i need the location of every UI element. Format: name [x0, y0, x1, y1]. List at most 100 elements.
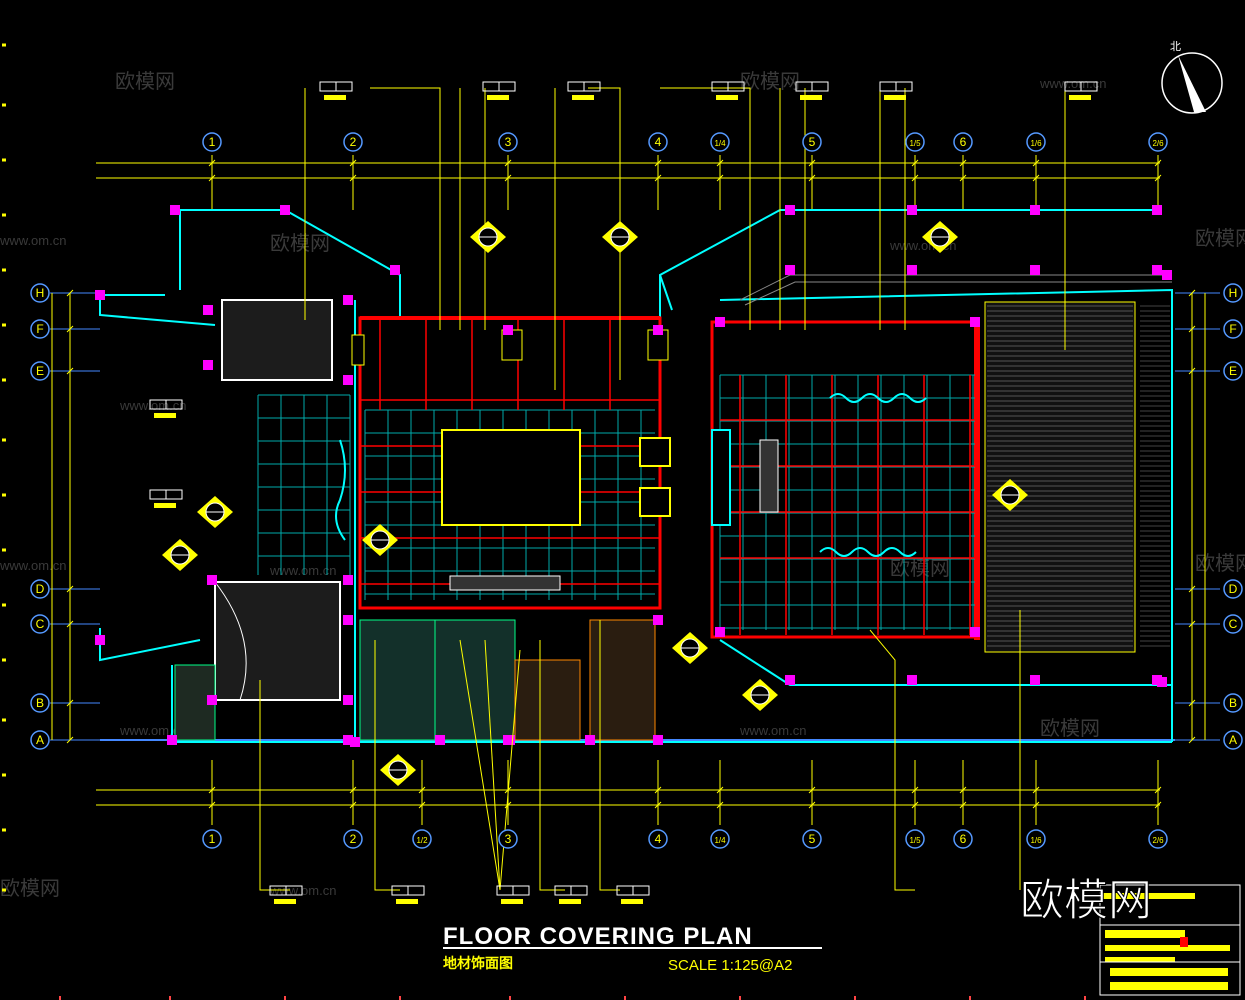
bottom-edge-ticks: [59, 996, 1086, 1000]
grid-bubble-left-label: H: [36, 286, 45, 300]
dim-tick: [654, 174, 662, 182]
grid-bubble-right-circle: [1223, 361, 1243, 381]
dim-tick: [208, 159, 216, 167]
column: [95, 290, 105, 300]
dimension-ticks: [66, 159, 1196, 809]
grid-bubble-right-circle: [1223, 579, 1243, 599]
material-tag-text: [501, 899, 523, 904]
material-tag-text: [274, 899, 296, 904]
grid-bubble-top-circle: [343, 132, 363, 152]
dim-tick: [911, 174, 919, 182]
grid-bubble-left-label: F: [36, 322, 43, 336]
dim-tick: [1188, 699, 1196, 707]
watermark-text: www.om.cn: [1039, 76, 1106, 91]
dim-tick: [418, 786, 426, 794]
dim-tick: [716, 159, 724, 167]
dim-tick: [349, 174, 357, 182]
column: [343, 295, 353, 305]
material-tag-text: [572, 95, 594, 100]
dim-tick: [959, 159, 967, 167]
grid-bubble-top-circle: [1148, 132, 1168, 152]
dim-tick: [208, 786, 216, 794]
column: [280, 205, 290, 215]
left-edge-ticks: [2, 43, 6, 892]
grid-bubble-left-circle: [30, 319, 50, 339]
dim-tick: [1032, 786, 1040, 794]
decor-curves: [335, 393, 927, 557]
grid-bubble-bottom-label: 3: [505, 832, 512, 846]
grid-bubble-left-label: E: [36, 364, 44, 378]
column: [207, 575, 217, 585]
material-tag-text: [621, 899, 643, 904]
column: [170, 205, 180, 215]
grid-bubble-bottom-circle: [710, 829, 730, 849]
dim-tick: [959, 174, 967, 182]
grid-bubble-top-label: 1: [209, 135, 216, 149]
grid-bubble-right-label: H: [1229, 286, 1238, 300]
structural-columns: [95, 205, 1172, 747]
dim-tick: [1154, 786, 1162, 794]
dim-tick: [1032, 801, 1040, 809]
grid-bubble-top-circle: [202, 132, 222, 152]
grid-bubble-bottom-label: 1/2: [416, 836, 428, 845]
dim-tick: [716, 801, 724, 809]
grid-bubble-bottom-label: 1/6: [1030, 836, 1042, 845]
column: [390, 265, 400, 275]
material-tag-text: [154, 413, 176, 418]
dim-tick: [1032, 174, 1040, 182]
grid-bubble-top-circle: [498, 132, 518, 152]
grid-bubble-left-label: B: [36, 696, 44, 710]
material-tags: [149, 81, 1098, 904]
dim-tick: [808, 801, 816, 809]
column: [343, 375, 353, 385]
north-arrow: 北: [1161, 40, 1223, 114]
column: [970, 317, 980, 327]
dim-tick: [1154, 801, 1162, 809]
dim-tick: [1188, 736, 1196, 744]
column: [343, 735, 353, 745]
watermark-text: 欧模网: [0, 877, 60, 900]
plan-subtitle: 地材饰面图: [443, 955, 513, 971]
dim-tick: [208, 174, 216, 182]
watermark-text: 欧模网: [890, 557, 950, 580]
dim-tick: [504, 159, 512, 167]
inner-features: [351, 329, 779, 591]
grid-bubble-bottom-label: 1/5: [909, 836, 921, 845]
column: [1030, 675, 1040, 685]
watermark-text: www.om.cn: [0, 558, 66, 573]
grid-bubble-top-circle: [648, 132, 668, 152]
column: [207, 695, 217, 705]
dimension-lines: [51, 162, 1206, 806]
column: [715, 317, 725, 327]
grid-bubble-right-circle: [1223, 693, 1243, 713]
grid-bubble-left-circle: [30, 693, 50, 713]
watermark-text: 欧模网: [1195, 552, 1245, 575]
grid-bubble-top-circle: [953, 132, 973, 152]
column: [1162, 270, 1172, 280]
column: [343, 575, 353, 585]
dim-tick: [1188, 585, 1196, 593]
dim-tick: [66, 699, 74, 707]
floor-tile-grids: [257, 320, 975, 635]
grid-bubble-top-circle: [802, 132, 822, 152]
watermark-text: www.om.cn: [269, 563, 336, 578]
dim-tick: [349, 159, 357, 167]
watermark-text: 欧模网: [115, 70, 175, 93]
column: [907, 675, 917, 685]
grid-bubble-top-label: 6: [960, 135, 967, 149]
grid-bubble-top-label: 3: [505, 135, 512, 149]
column: [585, 735, 595, 745]
dim-tick: [66, 367, 74, 375]
column: [203, 305, 213, 315]
column: [343, 695, 353, 705]
column: [970, 627, 980, 637]
dim-tick: [911, 801, 919, 809]
plan-scale: SCALE 1:125@A2: [668, 957, 792, 974]
dim-tick: [1188, 325, 1196, 333]
dim-tick: [66, 289, 74, 297]
dim-tick: [1188, 289, 1196, 297]
grid-bubble-bottom-circle: [412, 829, 432, 849]
section-markers: [162, 221, 1028, 786]
grid-bubble-right-circle: [1223, 730, 1243, 750]
column: [653, 735, 663, 745]
